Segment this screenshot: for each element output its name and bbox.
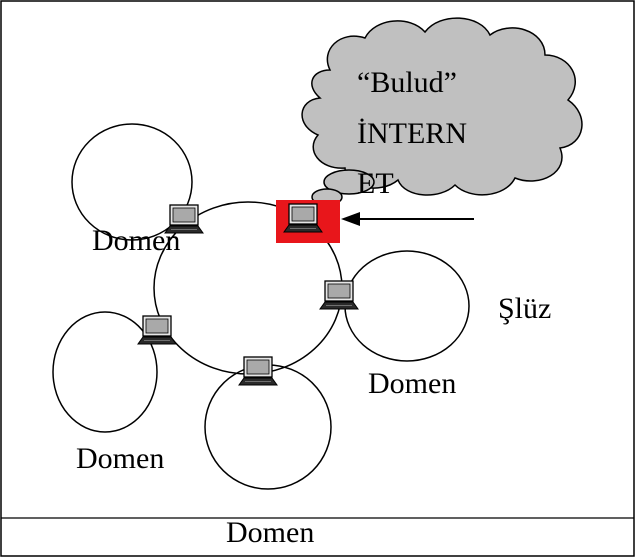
- cloud-label-line3: ET: [357, 167, 394, 200]
- laptop-icon: [319, 280, 359, 310]
- domain-circle-top-left: [71, 123, 193, 241]
- cloud-label-line2: İNTERN: [357, 117, 467, 150]
- arrow-left-icon: [341, 212, 474, 226]
- gateway-label: Şlüz: [498, 292, 551, 325]
- laptop-icon: [238, 356, 278, 386]
- cloud-shape: [301, 17, 583, 213]
- domain-circle-right: [344, 250, 470, 362]
- laptop-icon: [137, 315, 177, 345]
- internet-cloud: “Bulud” İNTERN ET: [301, 17, 583, 213]
- domain-label-right: Domen: [368, 367, 456, 400]
- domain-circle-bottom-left: [52, 311, 158, 433]
- cloud-label-line1: “Bulud”: [357, 66, 457, 99]
- domain-label-bottom: Domen: [226, 516, 314, 549]
- domain-label-bottom-left: Domen: [76, 442, 164, 475]
- gateway-laptop-icon: [283, 203, 323, 233]
- domain-label-top-left: Domen: [92, 224, 180, 257]
